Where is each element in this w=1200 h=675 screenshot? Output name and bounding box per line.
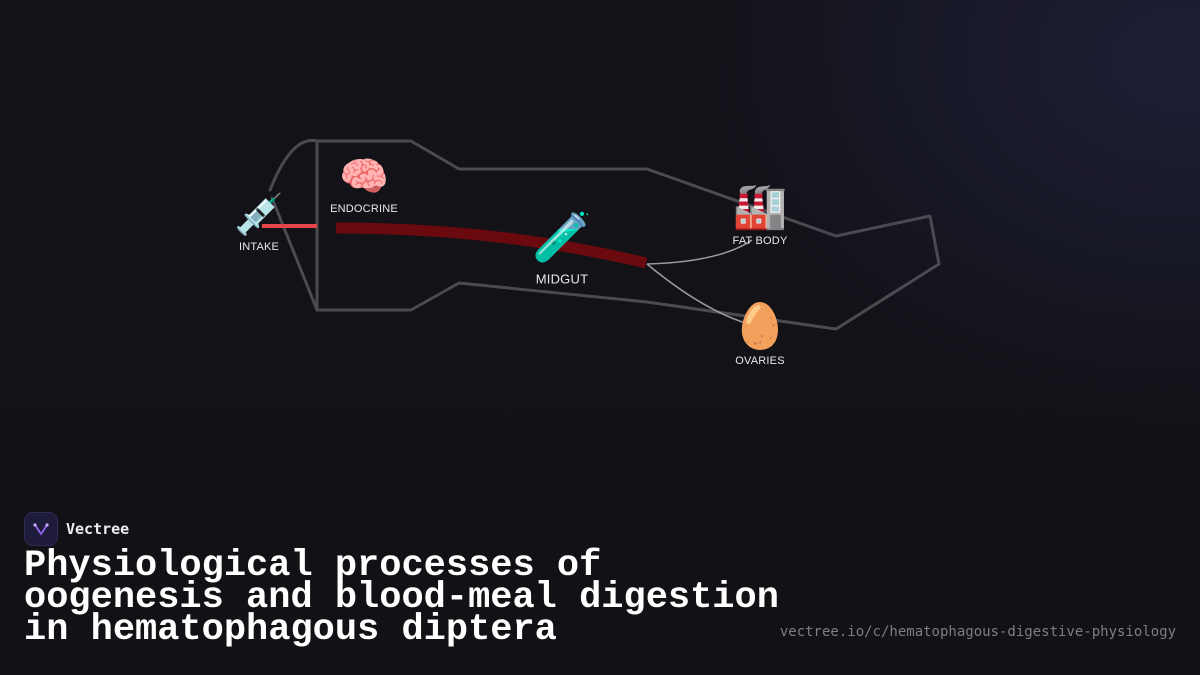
- test-tube-icon: 🧪: [532, 209, 592, 266]
- midgut-label: MIDGUT: [535, 271, 589, 287]
- node-intake[interactable]: 💉 INTAKE: [234, 195, 284, 253]
- endocrine-label: ENDOCRINE: [330, 203, 398, 215]
- brain-icon: 🧠: [339, 154, 389, 200]
- midgut-to-ovaries-link: [646, 263, 753, 326]
- brand-name: Vectree: [66, 520, 130, 538]
- page-title: Physiological processes of oogenesis and…: [24, 545, 779, 651]
- blood-meal-flow: [335, 222, 648, 269]
- brand[interactable]: Vectree: [24, 512, 129, 546]
- ovaries-label: OVARIES: [735, 355, 785, 367]
- syringe-icon: 💉: [234, 192, 284, 238]
- body-outline: [315, 139, 941, 331]
- source-url[interactable]: vectree.io/c/hematophagous-digestive-phy…: [779, 624, 1176, 640]
- node-endocrine[interactable]: 🧠 ENDOCRINE: [330, 157, 398, 215]
- node-ovaries[interactable]: 🥚 OVARIES: [732, 301, 788, 368]
- fat-body-label: FAT BODY: [732, 235, 788, 247]
- factory-icon: 🏭: [732, 181, 788, 232]
- midgut-to-fat-body-link: [646, 239, 753, 265]
- head-outline: [268, 138, 319, 192]
- vectree-logo-icon: [24, 512, 58, 546]
- intake-label: INTAKE: [238, 241, 280, 253]
- egg-icon: 🥚: [732, 301, 788, 352]
- head-lower-outline: [270, 196, 319, 312]
- node-fat-body[interactable]: 🏭 FAT BODY: [732, 181, 788, 248]
- node-midgut[interactable]: 🧪 MIDGUT: [532, 214, 592, 287]
